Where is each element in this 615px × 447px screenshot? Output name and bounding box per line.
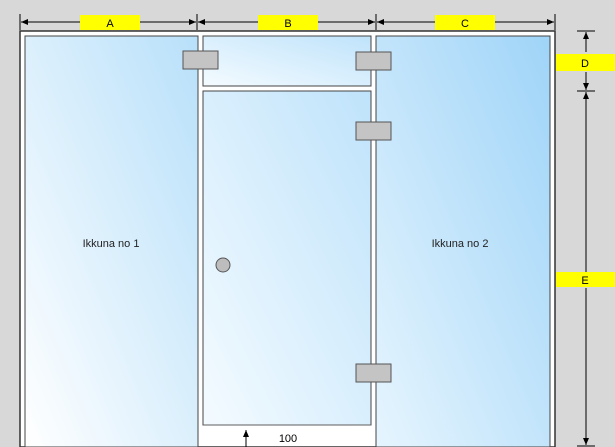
hinge-upper: [355, 121, 392, 141]
bottom-gap-value: 100: [279, 433, 297, 445]
door-knob-icon: [215, 257, 231, 273]
dim-label-b: B: [284, 18, 291, 30]
dim-label-bg-b: [258, 15, 318, 30]
dim-label-bg-d: [556, 54, 615, 71]
clamp-left-top: [182, 50, 219, 70]
dim-label-bg-a: [80, 15, 140, 30]
transom-panel: [202, 35, 372, 87]
dim-label-c: C: [461, 18, 469, 30]
right-window-label: Ikkuna no 2: [432, 238, 489, 250]
dim-label-a: A: [106, 18, 114, 30]
dim-label-bg-e: [556, 272, 615, 287]
dim-label-bg-c: [435, 15, 495, 30]
right-dimension-line: D E: [556, 30, 615, 447]
clamp-right-top: [355, 51, 392, 71]
left-window-label: Ikkuna no 1: [83, 238, 140, 250]
dim-label-d: D: [581, 58, 589, 70]
bottom-gap-dimension: 100: [243, 430, 297, 447]
door-panel: [202, 90, 372, 426]
hinge-lower: [355, 363, 392, 383]
dim-label-e: E: [581, 275, 588, 287]
left-window-panel: [24, 35, 199, 447]
right-window-panel: [375, 35, 551, 447]
top-dimension-line: A B C: [19, 14, 556, 30]
